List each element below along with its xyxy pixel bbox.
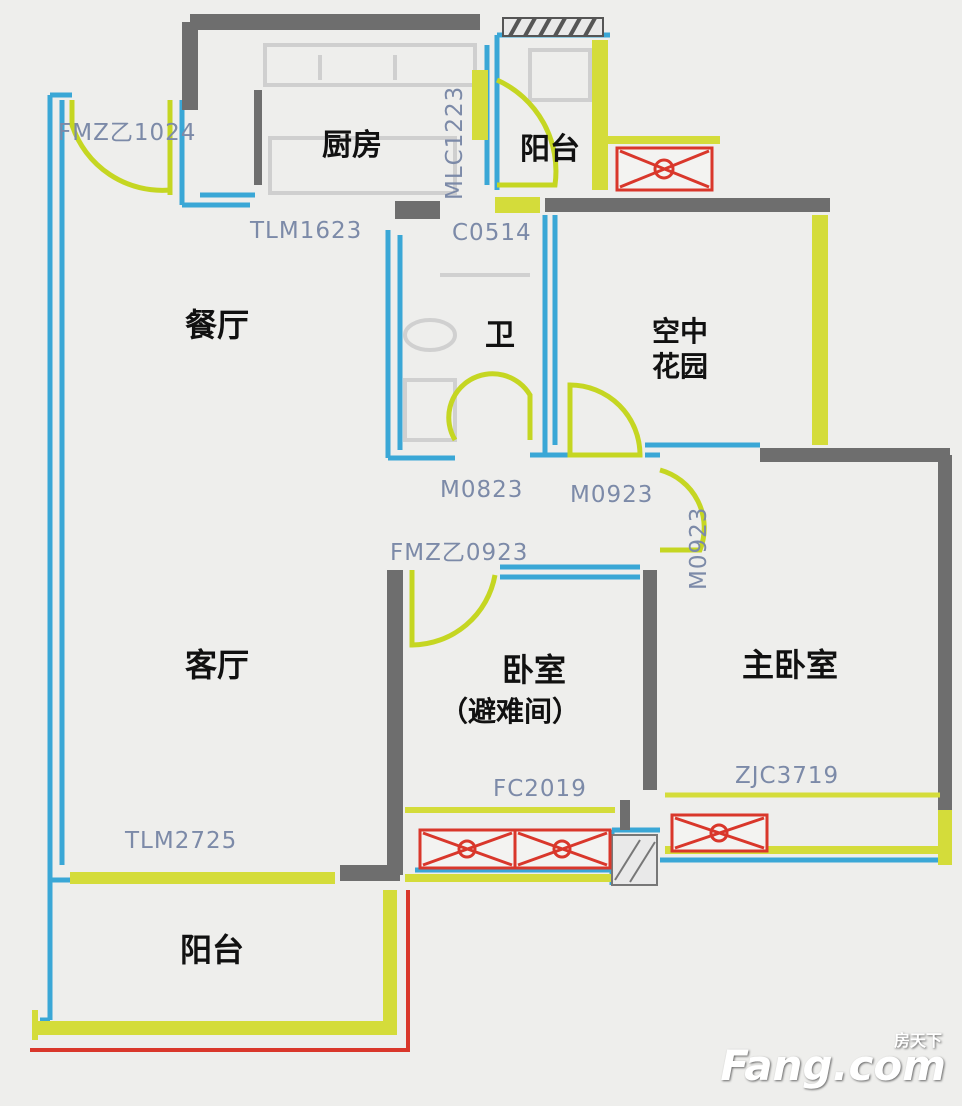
code-mlc1223: MLC1223 (442, 85, 468, 200)
code-tlm1623: TLM1623 (250, 218, 363, 244)
code-fmz0923: FMZ乙0923 (390, 540, 529, 566)
code-zjc3719: ZJC3719 (735, 763, 840, 789)
room-living: 客厅 (185, 646, 250, 684)
hatch-block-small (611, 834, 658, 886)
watermark-cn: 房天下 (893, 1031, 942, 1050)
room-master: 主卧室 (742, 646, 839, 684)
door-swings (69, 77, 707, 648)
code-tlm2725: TLM2725 (125, 828, 238, 854)
ac-unit-marks (422, 149, 765, 867)
room-kitchen: 厨房 (322, 128, 382, 163)
code-c0514: C0514 (452, 220, 532, 246)
hatch-block (502, 17, 604, 37)
code-fmz1024: FMZ乙1024 (58, 120, 197, 146)
room-balcony-top: 阳台 (520, 132, 580, 167)
room-bedroom: 卧室 (502, 651, 567, 689)
code-m0923a: M0923 (570, 482, 654, 508)
code-fc2019: FC2019 (493, 776, 587, 802)
bath-fixtures (403, 273, 530, 442)
room-garden-line1: 空中 (652, 315, 709, 348)
room-bedroom-note: （避难间） (440, 695, 581, 728)
watermark-brand: Fang.com (720, 1041, 946, 1090)
yellow-walls (32, 40, 952, 1040)
watermark: 房天下 Fang.com (720, 1031, 946, 1090)
balcony-top-fixtures (528, 48, 592, 102)
gray-walls (182, 14, 952, 881)
room-balcony-bottom: 阳台 (180, 931, 245, 969)
ac-units (418, 146, 769, 870)
room-bath: 卫 (485, 318, 515, 353)
code-m0823: M0823 (440, 477, 524, 503)
code-m0923b: M0923 (686, 506, 712, 590)
kitchen-fixtures (263, 43, 477, 195)
red-edge (30, 890, 410, 1052)
blue-walls (40, 32, 950, 1023)
room-dining: 餐厅 (185, 306, 250, 344)
room-garden-line2: 花园 (652, 350, 709, 383)
